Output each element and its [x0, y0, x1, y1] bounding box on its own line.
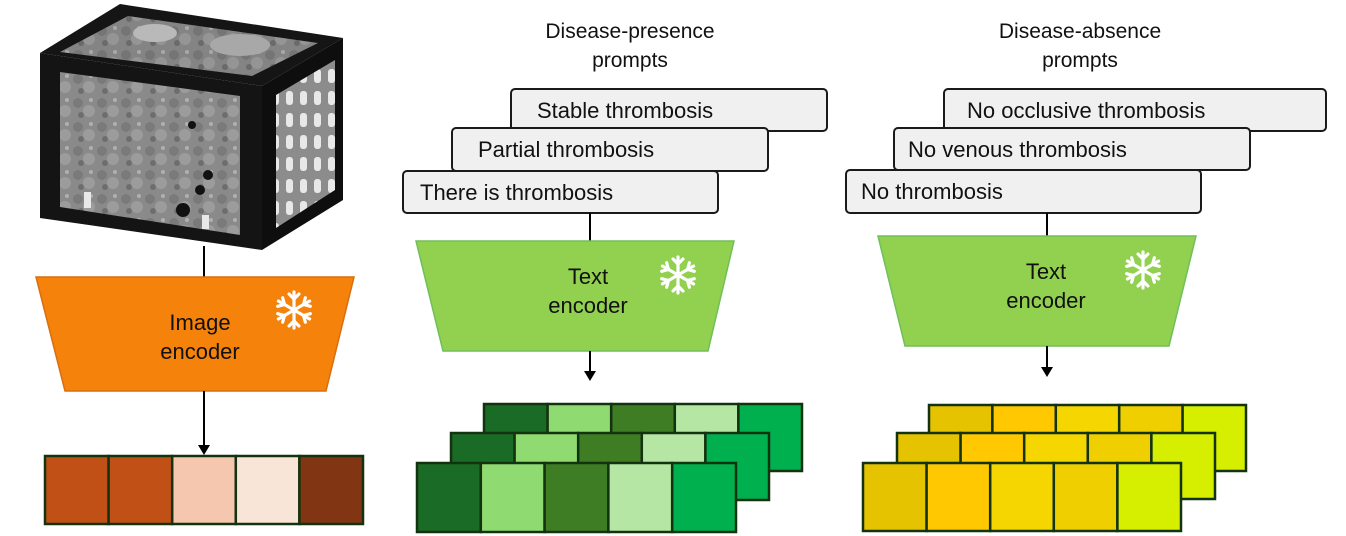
- embedding-cell: [170, 454, 238, 526]
- snowflake-arm: [1130, 256, 1136, 267]
- embedding-cell: [1052, 461, 1119, 533]
- embedding-cell: [925, 461, 992, 533]
- coronal-slice-image: [60, 72, 240, 235]
- absence-embedding-stack: [861, 403, 1248, 533]
- snowflake-arm: [1125, 272, 1136, 278]
- image-embedding-vector: [43, 454, 365, 526]
- presence-embedding-stack: [415, 402, 804, 534]
- absence-text-encoder: Text encoder: [877, 235, 1197, 347]
- snowflake-arm: [301, 302, 312, 308]
- snowflake-arm: [685, 278, 691, 289]
- snowflake-arm: [660, 273, 680, 286]
- snowflake-arm: [276, 299, 296, 312]
- embedding-cell: [988, 461, 1056, 533]
- embedding-cell: [861, 461, 928, 533]
- snowflake-arm: [276, 312, 287, 318]
- arrowhead-icon: [1041, 367, 1053, 377]
- text-encoder-trapezoid: [877, 235, 1197, 347]
- snowflake-arm: [1141, 268, 1161, 281]
- embedding-cell: [1116, 461, 1183, 533]
- prompt-box: [402, 170, 719, 214]
- arrowhead-icon: [198, 445, 210, 455]
- snowflake-arm: [676, 264, 696, 277]
- embedding-cell: [479, 461, 546, 534]
- image-encoder-label-line1: Image: [169, 310, 230, 335]
- presence-text-encoder: Text encoder: [415, 240, 735, 352]
- prompt-text: No occlusive thrombosis: [967, 98, 1205, 123]
- snowflake-arm: [1125, 268, 1145, 281]
- embedding-cell: [607, 461, 674, 534]
- embedding-cell: [670, 461, 738, 534]
- snowflake-arm: [292, 308, 312, 321]
- arrowhead-icon: [584, 371, 596, 381]
- absence-title-line2: prompts: [1042, 49, 1118, 72]
- embedding-cell: [415, 461, 483, 534]
- embedding-cell: [43, 454, 110, 526]
- snowflake-arm: [676, 273, 696, 286]
- sagittal-slice-image: [276, 60, 335, 228]
- snowflake-arm: [1141, 259, 1161, 272]
- snowflake-icon: [1125, 250, 1161, 290]
- snowflake-arm: [685, 267, 696, 273]
- image-encoder-label-line2: encoder: [160, 339, 240, 364]
- snowflake-arm: [1136, 279, 1145, 288]
- embedding-row: [861, 461, 1183, 533]
- embedding-cell: [107, 454, 174, 526]
- image-encoder-trapezoid: [35, 276, 355, 392]
- snowflake-arm: [671, 284, 680, 293]
- presence-title-line1: Disease-presence: [545, 20, 714, 43]
- snowflake-arm: [1150, 262, 1161, 268]
- embedding-cell: [298, 454, 365, 526]
- embedding-cell: [234, 454, 301, 526]
- axial-slice-image: [60, 16, 318, 76]
- snowflake-arm: [1150, 273, 1156, 284]
- snowflake-arm: [276, 308, 296, 321]
- snowflake-arm: [660, 264, 680, 277]
- ct-volume-cube: [40, 4, 343, 250]
- text-encoder-trapezoid: [415, 240, 735, 352]
- presence-prompt-stack: Stable thrombosis Partial thrombosis The…: [402, 88, 828, 214]
- prompt-box: [845, 169, 1202, 214]
- snowflake-arm: [281, 296, 287, 307]
- embedding-cell: [543, 461, 610, 534]
- snowflake-arm: [1125, 259, 1145, 272]
- snowflake-arm: [292, 299, 312, 312]
- snowflake-arm: [676, 257, 685, 266]
- snowflake-icon: [276, 290, 312, 330]
- absence-title-line1: Disease-absence: [999, 20, 1161, 43]
- prompt-text: Stable thrombosis: [537, 98, 713, 123]
- presence-title-line2: prompts: [592, 49, 668, 72]
- text-encoder-label-line2: encoder: [548, 293, 628, 318]
- text-encoder-label-line1: Text: [568, 264, 608, 289]
- image-encoder: Image encoder: [35, 276, 355, 392]
- text-encoder-label-line2: encoder: [1006, 288, 1086, 313]
- snowflake-arm: [301, 313, 307, 324]
- snowflake-arm: [665, 261, 671, 272]
- embedding-row: [415, 461, 738, 534]
- prompt-text: No thrombosis: [861, 179, 1003, 204]
- prompt-text: There is thrombosis: [420, 180, 613, 205]
- prompt-text: Partial thrombosis: [478, 137, 654, 162]
- snowflake-icon: [660, 255, 696, 295]
- prompt-text: No venous thrombosis: [908, 137, 1127, 162]
- snowflake-arm: [292, 292, 301, 301]
- snowflake-arm: [287, 319, 296, 328]
- absence-prompt-stack: No occlusive thrombosis No venous thromb…: [845, 88, 1327, 214]
- snowflake-arm: [1141, 252, 1150, 261]
- snowflake-arm: [660, 277, 671, 283]
- text-encoder-label-line1: Text: [1026, 259, 1066, 284]
